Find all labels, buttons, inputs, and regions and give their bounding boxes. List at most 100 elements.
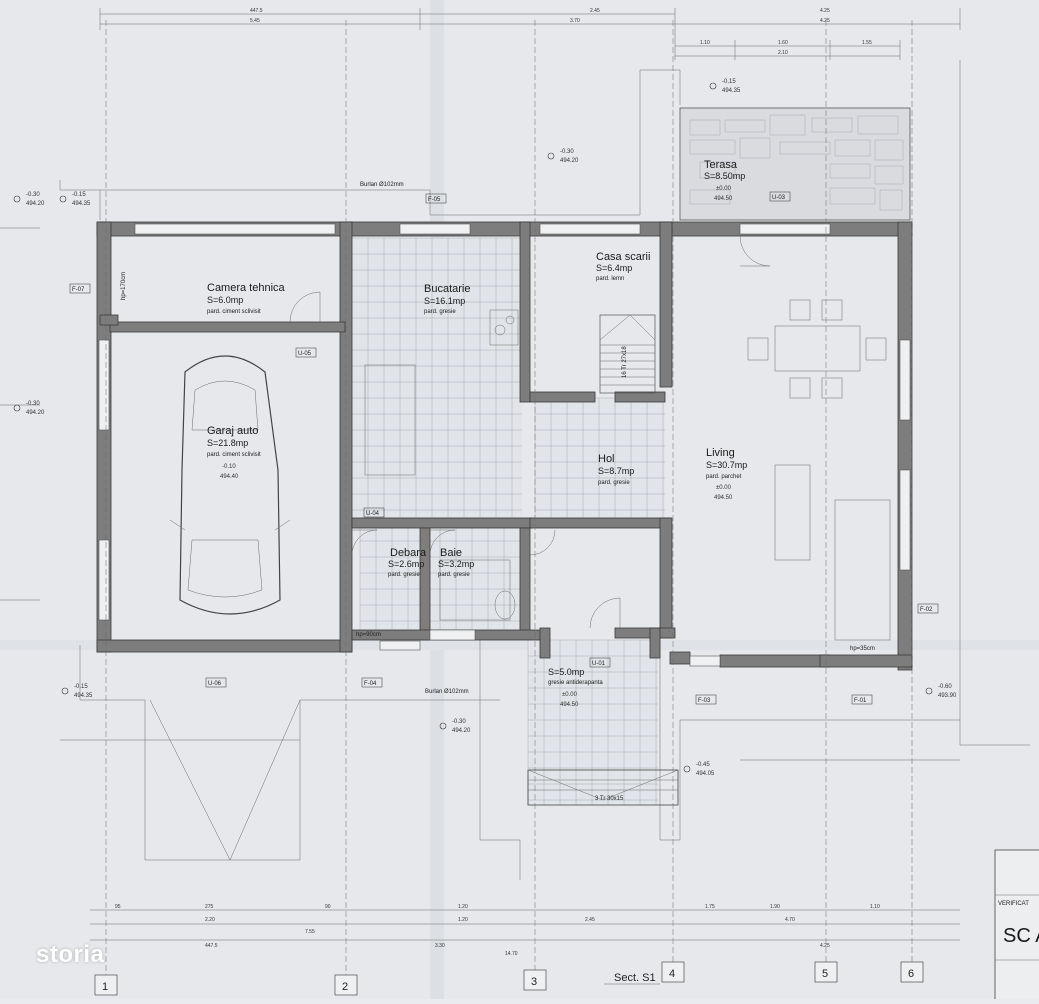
svg-text:U-06: U-06	[208, 681, 222, 687]
svg-text:-0.15: -0.15	[74, 684, 88, 690]
svg-text:-0.30: -0.30	[26, 401, 40, 407]
note-hp-door: hp=90cm	[356, 632, 381, 638]
note-hp-garage: hp=170cm	[121, 272, 127, 300]
room-casa-scarii: Casa scarii S=6.4mp pard. lemn	[596, 251, 650, 282]
dim-top-3: 4.25	[820, 8, 830, 14]
axis-marker-1: 1	[94, 974, 118, 996]
svg-text:-0.15: -0.15	[72, 192, 86, 198]
room-level-abs: 494.40	[220, 474, 239, 480]
dim-bottom: 275	[205, 904, 214, 910]
main-stair-label: 16 Tr 27x18	[622, 346, 628, 378]
windows	[98, 223, 911, 667]
doors	[289, 235, 771, 629]
room-garaj: Garaj auto S=21.8mp pard. ciment sclivis…	[207, 425, 261, 480]
room-name: Baie	[440, 547, 462, 559]
svg-text:1: 1	[102, 981, 108, 993]
entrance-steps: 3 Tr 30x15	[527, 769, 679, 806]
axis-marker-3: 3	[523, 969, 547, 991]
title-block-text: SC A	[1003, 925, 1039, 947]
room-area: S=5.0mp	[548, 667, 584, 677]
room-floor: gresie antiderapanta	[548, 680, 603, 686]
dim-bottom: 90	[325, 904, 331, 910]
svg-text:494.20: 494.20	[452, 728, 471, 734]
dim-bottom: 4.70	[785, 917, 795, 923]
room-name: Garaj auto	[207, 425, 258, 437]
tag-f01: F-01	[851, 694, 873, 705]
title-block-small: VERIFICAT	[998, 901, 1029, 907]
terasa-area	[679, 107, 911, 221]
dim-bottom: 7.55	[305, 929, 315, 935]
room-area: S=16.1mp	[424, 296, 465, 306]
svg-text:4: 4	[669, 968, 675, 980]
tag-u06: U-06	[205, 677, 227, 688]
room-floor: pard. ciment sclivisit	[207, 452, 261, 458]
svg-text:-0.30: -0.30	[452, 719, 466, 725]
room-area: S=30.7mp	[706, 460, 747, 470]
room-floor: pard. gresie	[598, 480, 630, 486]
svg-text:F-07: F-07	[72, 287, 85, 293]
top-dimensions: 447.5 2.45 4.25 5.45 3.70 4.25 1.10 1.60…	[99, 8, 961, 60]
room-floor: pard. gresie	[438, 572, 470, 578]
svg-text:U-05: U-05	[298, 351, 312, 357]
tag-f02: F-02	[917, 603, 939, 614]
level-marker: -0.30 494.20	[13, 192, 45, 207]
element-tags: U-05 U-04 U-03 U-01 U-06 F-05 F-04 F-03 …	[69, 191, 939, 705]
dim-top-10: 2.10	[778, 50, 788, 56]
svg-text:-0.30: -0.30	[26, 192, 40, 198]
grid-axes: 1 2 3 4 5 6 Sect. S1	[94, 20, 924, 996]
room-area: S=6.0mp	[207, 295, 243, 305]
room-area: S=8.7mp	[598, 466, 634, 476]
dim-bottom: 1.20	[458, 917, 468, 923]
room-level-abs: 494.50	[714, 495, 733, 501]
dim-top-8: 1.60	[778, 40, 788, 46]
title-block: VERIFICAT SC A	[994, 849, 1039, 1001]
tag-f07: F-07	[69, 283, 91, 294]
axis-marker-4: 4	[661, 961, 685, 983]
dim-bottom: 2.20	[205, 917, 215, 923]
room-floor: pard. parchet	[706, 474, 742, 480]
dim-bottom: 2.45	[585, 917, 595, 923]
room-level-abs: 494.50	[560, 702, 579, 708]
note-burlan-bottom: Burlan Ø102mm	[425, 689, 469, 695]
entrance-stair-label: 3 Tr 30x15	[595, 796, 624, 802]
svg-text:F-03: F-03	[698, 698, 711, 704]
notes: Burlan Ø102mm Burlan Ø102mm hp=170cm hp=…	[121, 182, 875, 695]
furniture	[364, 299, 891, 641]
room-area: S=3.2mp	[438, 559, 474, 569]
room-area: S=21.8mp	[207, 438, 248, 448]
tag-f05: F-05	[425, 193, 447, 204]
dim-bottom: 1.10	[870, 904, 880, 910]
room-name: Living	[706, 447, 735, 459]
svg-text:494.05: 494.05	[696, 771, 715, 777]
dim-top-4: 5.45	[250, 18, 260, 24]
room-level: -0.10	[222, 464, 236, 470]
room-level: ±0.00	[716, 485, 732, 491]
dim-bottom: 1.90	[770, 904, 780, 910]
tag-u03: U-03	[769, 191, 791, 202]
svg-text:-0.15: -0.15	[722, 79, 736, 85]
room-intrare: S=5.0mp gresie antiderapanta ±0.00 494.5…	[548, 667, 603, 708]
room-terasa: Terasa S=8.50mp ±0.00 494.50	[704, 159, 745, 202]
room-name: Debara	[390, 547, 427, 559]
room-baie: Baie S=3.2mp pard. gresie	[438, 547, 474, 578]
svg-text:494.35: 494.35	[74, 693, 93, 699]
room-level: ±0.00	[562, 692, 578, 698]
room-floor: pard. lemn	[596, 276, 624, 282]
svg-text:5: 5	[822, 968, 828, 980]
room-name: Bucatarie	[424, 283, 470, 295]
svg-text:494.35: 494.35	[722, 88, 741, 94]
room-bucatarie: Bucatarie S=16.1mp pard. gresie	[424, 283, 470, 315]
car-outline	[169, 355, 291, 615]
dim-top-5: 3.70	[570, 18, 580, 24]
room-floor: pard. gresie	[424, 309, 456, 315]
dim-top-6: 4.25	[820, 18, 830, 24]
svg-text:494.20: 494.20	[26, 201, 45, 207]
room-floor: pard. gresie	[388, 572, 420, 578]
svg-text:F-01: F-01	[854, 698, 867, 704]
